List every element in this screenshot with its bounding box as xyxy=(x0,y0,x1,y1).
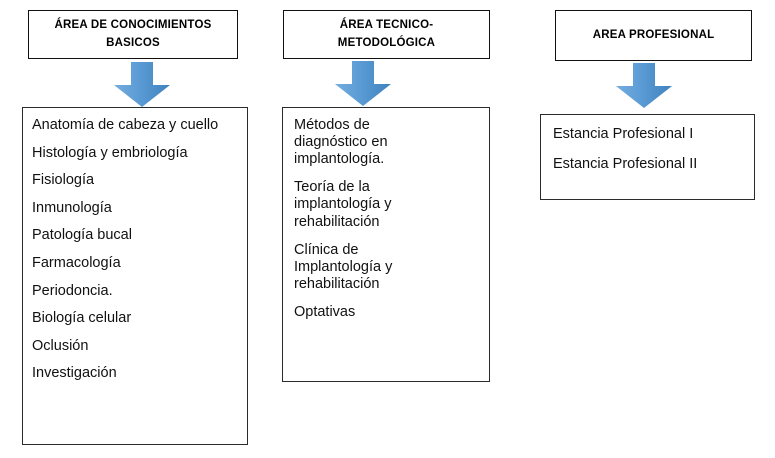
header-box-profesional: AREA PROFESIONAL xyxy=(555,10,752,61)
list-item: Patología bucal xyxy=(32,227,132,244)
content-box-profesional: Estancia Profesional I Estancia Profesio… xyxy=(540,114,755,200)
list-item: Oclusión xyxy=(32,337,89,354)
list-item: Estancia Profesional II xyxy=(553,156,698,173)
list-item: Histología y embriología xyxy=(32,144,188,161)
header-label-conocimientos-basicos: ÁREA DE CONOCIMIENTOS BASICOS xyxy=(54,18,212,49)
list-item: Investigación xyxy=(32,365,117,382)
down-arrow-icon xyxy=(333,61,393,107)
list-item: Optativas xyxy=(294,303,356,320)
list-item: Métodos de diagnóstico en implantología. xyxy=(294,117,388,168)
content-box-conocimientos-basicos: Anatomía de cabeza y cuello Histología y… xyxy=(22,107,248,445)
header-label-tecnico-metodologica: ÁREA TECNICO- METODOLÓGICA xyxy=(337,18,436,49)
down-arrow-icon xyxy=(112,62,172,108)
list-item: Anatomía de cabeza y cuello xyxy=(32,117,219,133)
content-box-tecnico-metodologica: Métodos de diagnóstico en implantología.… xyxy=(282,107,490,382)
list-item: Farmacología xyxy=(32,255,121,272)
list-item: Periodoncia. xyxy=(32,282,113,299)
down-arrow-icon xyxy=(614,63,674,109)
list-item: Clínica de Implantología y rehabilitació… xyxy=(294,241,393,292)
list-item: Inmunología xyxy=(32,199,112,216)
list-item: Fisiología xyxy=(32,172,95,189)
header-label-profesional: AREA PROFESIONAL xyxy=(592,28,715,41)
header-box-conocimientos-basicos: ÁREA DE CONOCIMIENTOS BASICOS xyxy=(28,10,238,59)
list-item: Teoría de la implantología y rehabilitac… xyxy=(294,179,392,230)
header-box-tecnico-metodologica: ÁREA TECNICO- METODOLÓGICA xyxy=(283,10,490,59)
list-item: Estancia Profesional I xyxy=(553,126,694,142)
list-item: Biología celular xyxy=(32,310,132,327)
